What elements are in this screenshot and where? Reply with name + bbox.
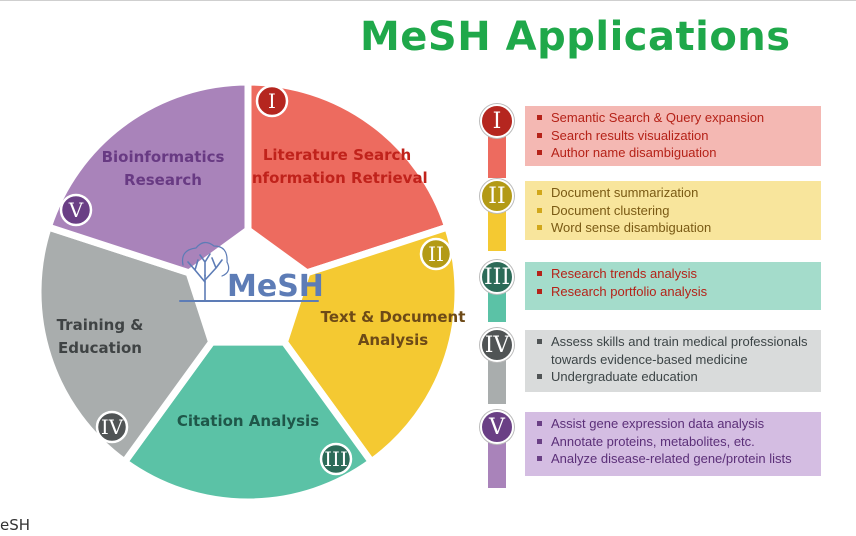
legend-badge-iii: III [480,260,514,294]
segment-v [44,78,252,277]
svg-text:III: III [324,447,348,471]
tree-icon [179,241,319,302]
legend-badge-i: I [480,104,514,138]
svg-text:IV: IV [101,415,124,439]
top-border-line [0,0,856,1]
legend-item: Search results visualization [535,127,821,145]
mesh-logo-text: MeSH [227,269,324,304]
legend-item: Annotate proteins, metabolites, etc. [535,433,821,451]
legend-panel-iv: Assess skills and train medical professi… [525,330,821,392]
legend-item: Document summarization [535,184,821,202]
legend-item: Assist gene expression data analysis [535,415,821,433]
legend-badge-v: V [480,410,514,444]
segment-badge-iii: III [319,442,353,476]
svg-text:I: I [268,89,276,113]
mesh-logo: MeSH [179,241,324,304]
segment-iv [34,223,216,466]
legend-item: Analyze disease-related gene/protein lis… [535,450,821,468]
legend-item: Word sense disambiguation [535,219,821,237]
svg-text:V: V [68,198,84,222]
segment-ii [280,223,462,466]
segment-i [244,78,452,277]
diagram-title: MeSH Applications [360,14,791,60]
legend-item: Research portfolio analysis [535,283,821,301]
legend-badge-iv: IV [480,328,514,362]
legend-badge-ii: II [480,179,514,213]
legend-item: Undergraduate education [535,368,821,386]
legend-item: Document clustering [535,202,821,220]
segment-badge-iv: IV [95,410,129,444]
legend-list: Assess skills and train medical professi… [535,333,821,386]
segment-label-iii: Citation Analysis [177,412,319,430]
legend-item: Author name disambiguation [535,144,821,162]
legend-item: Assess skills and train medical professi… [535,333,821,368]
segment-label-iv: Training &Education [57,316,144,357]
segment-badge-v: V [59,193,93,227]
segment-badge-ii: II [419,237,453,271]
legend-item: Semantic Search & Query expansion [535,109,821,127]
segment-badge-i: I [255,84,289,118]
legend-item: Research trends analysis [535,265,821,283]
svg-text:II: II [428,242,444,266]
figure-caption: eSH [0,516,31,534]
